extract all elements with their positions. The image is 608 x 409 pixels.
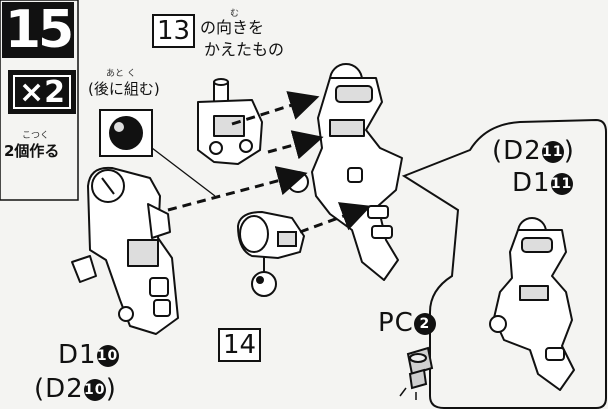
sticker-icon	[99, 109, 153, 157]
part-number-badge: 10	[96, 345, 119, 367]
step-ref-14: 14	[218, 328, 262, 362]
ball-joint-icon	[236, 210, 306, 297]
label-d2-11: (D211)	[492, 136, 575, 166]
label-detail-d2-text: (D2	[492, 136, 542, 166]
part-number-badge: 10	[83, 379, 106, 401]
label-pc-text: PC	[378, 308, 414, 338]
callout-13-line1: の向きを	[200, 18, 265, 37]
label-detail-d1-text: D1	[512, 168, 551, 198]
callout-13-ruby: む	[230, 9, 240, 19]
callout-14: 14	[218, 328, 262, 362]
part-number-badge: 11	[550, 173, 573, 195]
label-d2-10: (D210)	[34, 374, 117, 404]
label-d1-11: D111	[512, 168, 573, 198]
leg-part-d1	[71, 166, 179, 335]
build-note-ruby: こつく	[22, 131, 50, 141]
build-note: 2個作る	[4, 142, 60, 160]
callout-13: 13	[152, 14, 196, 48]
step-frame	[0, 0, 79, 201]
part-13	[197, 78, 263, 165]
multiplier-badge: ×2	[8, 70, 76, 114]
detail-part	[489, 217, 575, 391]
part-number-badge: 11	[541, 141, 564, 163]
upper-assembly	[287, 63, 403, 281]
after-note: (後に組む)	[88, 80, 160, 98]
label-d1-10: D110	[58, 340, 119, 370]
label-detail-d2-close: )	[563, 136, 575, 166]
after-note-ruby: あと く	[106, 69, 136, 79]
callout-13-line2: かえたもの	[204, 40, 285, 59]
part-number-badge: 2	[413, 313, 436, 335]
leader-line	[151, 147, 216, 197]
step-ref-13: 13	[152, 14, 196, 48]
step-number: 15	[2, 2, 74, 58]
label-d2-text: (D2	[34, 374, 84, 404]
label-d2-close: )	[105, 374, 117, 404]
label-d1-text: D1	[58, 340, 97, 370]
multiplier-text: ×2	[13, 75, 71, 109]
polycap-icon	[406, 346, 434, 390]
